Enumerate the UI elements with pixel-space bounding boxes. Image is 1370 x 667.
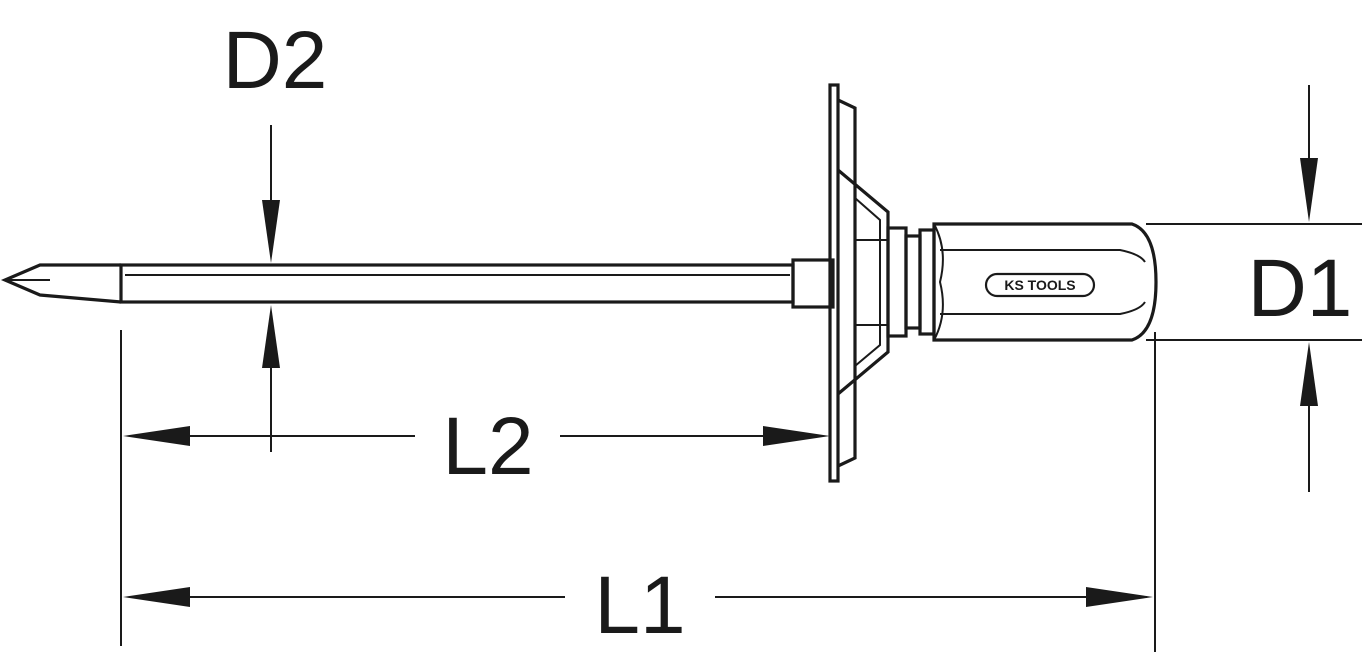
d1-dimension: D1: [1146, 85, 1362, 492]
d1-arrow-down: [1300, 158, 1318, 222]
l1-arrow-right: [1086, 587, 1153, 607]
ks-tools-logo: KS TOOLS: [984, 272, 1096, 298]
l2-dimension: L2: [123, 401, 830, 492]
blade-shaft: [119, 263, 795, 304]
handle-grip-left: [933, 223, 944, 341]
ferrule-ring-3: [918, 228, 936, 336]
depth-stop-flange: [828, 83, 840, 483]
handle-facet-upper: [940, 249, 1146, 263]
d2-arrow-down: [262, 200, 280, 263]
l1-arrow-left: [123, 587, 190, 607]
screwdriver-outline: [0, 83, 1158, 483]
d2-label: D2: [223, 15, 328, 106]
blade-tip: [0, 263, 122, 304]
d1-label: D1: [1248, 243, 1353, 334]
handle-facet-lower: [940, 301, 1146, 315]
l1-label: L1: [594, 560, 685, 651]
ferrule-ring-1: [886, 226, 908, 338]
l2-arrow-right: [763, 426, 830, 446]
flange-back-plate: [837, 98, 857, 468]
l2-arrow-left: [123, 426, 190, 446]
ferrule-ring-2: [904, 234, 922, 330]
handle-body: [932, 222, 1158, 342]
d2-dimension: D2: [223, 15, 328, 452]
shaft-collar: [791, 258, 835, 309]
hub-inner-cone: [854, 197, 881, 367]
logo-badge: [984, 272, 1096, 298]
l2-label: L2: [442, 401, 533, 492]
logo-text: KS TOOLS: [1004, 277, 1075, 293]
l1-dimension: L1: [123, 560, 1153, 651]
